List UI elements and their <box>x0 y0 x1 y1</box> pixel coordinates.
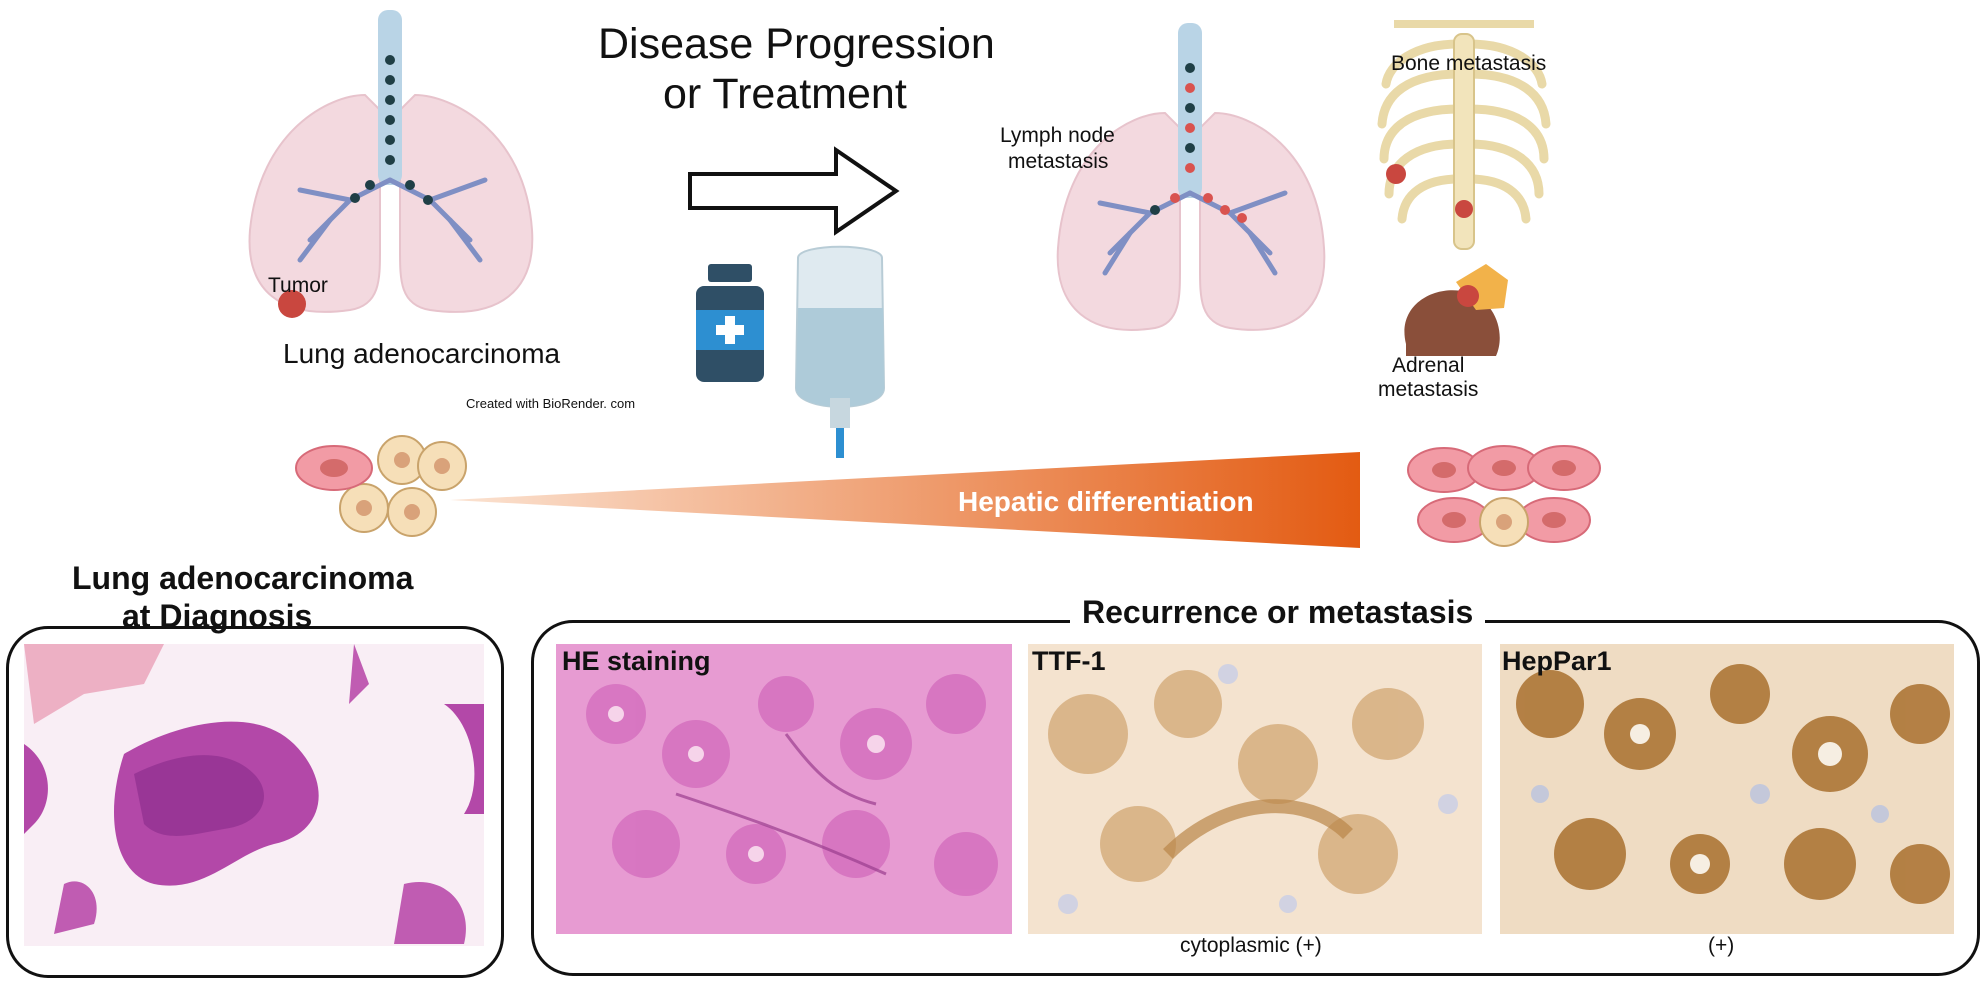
rib-cage-illustration <box>1377 20 1551 250</box>
iv-bag-icon <box>794 245 886 458</box>
diagnosis-title-line1: Lung adenocarcinoma <box>72 560 414 596</box>
lymph-node-label-line2: metastasis <box>1008 150 1109 173</box>
biorender-credit: Created with BioRender. com <box>466 396 636 411</box>
lymph-node-label-line1: Lymph node <box>1000 124 1115 147</box>
lung-adenocarcinoma-label: Lung adenocarcinoma <box>283 338 561 369</box>
hepatic-differentiation-label: Hepatic differentiation <box>958 486 1254 517</box>
recurrence-title: Recurrence or metastasis <box>1070 594 1486 631</box>
lungs-metastasis-illustration <box>1056 23 1326 331</box>
panel-label-ttf1: TTF-1 <box>1032 646 1106 676</box>
panel-label-heppar1: HepPar1 <box>1502 646 1612 676</box>
cells-primary-icon <box>295 435 467 537</box>
diagnosis-frame <box>6 626 504 978</box>
medicine-bottle-icon <box>696 264 764 382</box>
adrenal-kidney-illustration <box>1404 264 1508 356</box>
panel-label-he: HE staining <box>562 646 711 676</box>
cells-metastasis-icon <box>1407 445 1601 547</box>
bone-metastasis-label: Bone metastasis <box>1391 52 1547 75</box>
heppar1-image <box>1500 644 1954 934</box>
adrenal-label-line2: metastasis <box>1378 378 1479 401</box>
diagnosis-he-image <box>24 644 484 946</box>
progression-arrow-icon <box>688 146 900 236</box>
ttf1-image <box>1028 644 1482 934</box>
adrenal-label-line1: Adrenal <box>1392 354 1465 377</box>
tumor-label: Tumor <box>268 274 328 297</box>
heppar1-caption: (+) <box>1708 934 1735 957</box>
ttf1-caption: cytoplasmic (+) <box>1180 934 1322 957</box>
he-staining-image <box>556 644 1012 934</box>
lungs-primary-illustration <box>248 10 534 318</box>
progression-title-line2: or Treatment <box>663 70 907 118</box>
progression-title-line1: Disease Progression <box>598 20 995 68</box>
hepatic-differentiation-wedge <box>450 452 1360 548</box>
